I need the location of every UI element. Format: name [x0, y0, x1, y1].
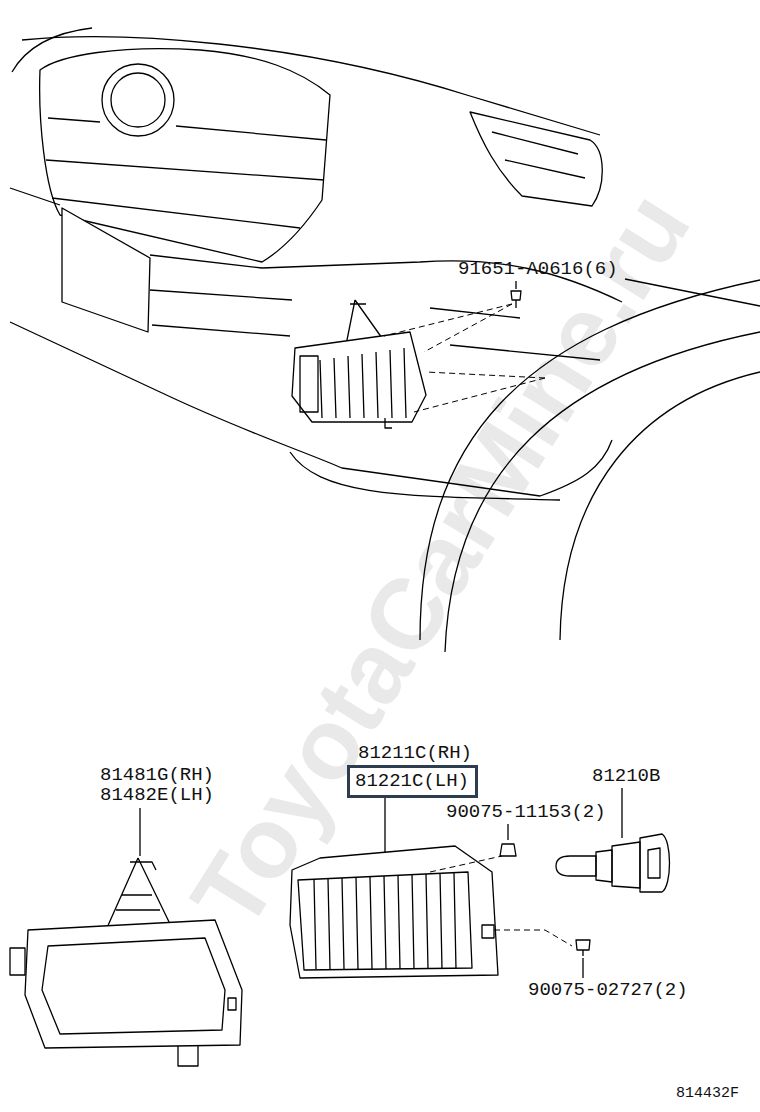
part-number: 81221C(LH) — [355, 772, 469, 791]
assembly-lines — [384, 304, 545, 412]
part-number: 91651-A0616(6) — [458, 260, 618, 279]
part-number: 81211C(RH) — [358, 744, 472, 763]
drawing-number: 814432F — [676, 1086, 739, 1101]
fog-lamp — [290, 798, 498, 978]
part-number: 81210B — [592, 767, 660, 786]
fasteners — [500, 824, 590, 978]
bracket-part — [10, 808, 242, 1066]
assembly-lines — [430, 856, 572, 946]
part-number: 90075-02727(2) — [528, 981, 688, 1000]
part-number: 90075-11153(2) — [446, 803, 606, 822]
highlight-box: 81221C(LH) — [347, 765, 478, 798]
part-number: 81481G(RH) — [100, 766, 214, 785]
car-front — [10, 28, 760, 652]
watermark: ToyotaCarMine.ru — [174, 176, 705, 944]
part-number: 81482E(LH) — [100, 786, 214, 805]
